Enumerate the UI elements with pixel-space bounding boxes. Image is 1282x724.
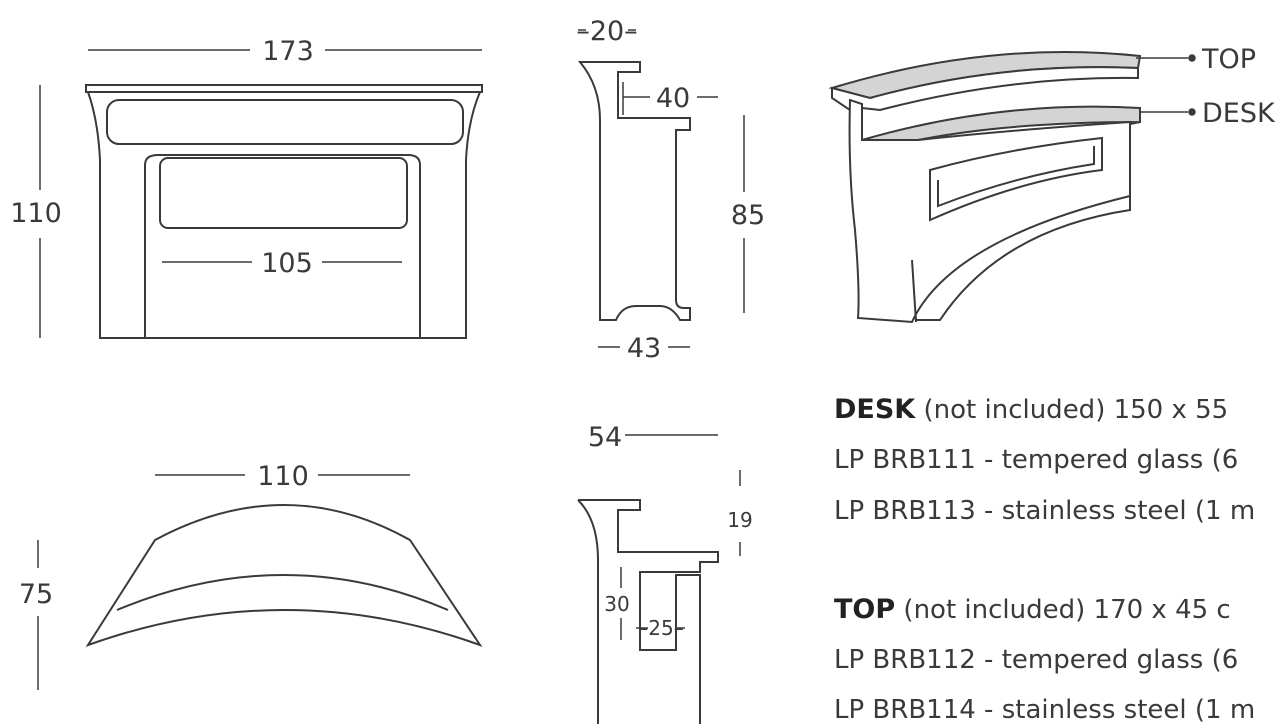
- side-top-depth-label: –20–: [576, 16, 637, 47]
- perspective-desk-panel: [861, 105, 1141, 141]
- section-top-label: 54: [588, 422, 622, 453]
- spec-top-dimensions: (not included) 170 x 45 c: [895, 595, 1231, 625]
- spec-top-option-1: LP BRB112 - tempered glass (6: [834, 645, 1238, 675]
- side-desk-depth-label: 40: [656, 83, 690, 114]
- spec-block: DESK (not included) 150 x 55 LP BRB111 -…: [834, 394, 1255, 724]
- front-top-slab: [85, 84, 483, 93]
- plan-depth-label: 75: [19, 579, 53, 610]
- front-inner-width-label: 105: [261, 248, 313, 279]
- side-profile: [577, 61, 691, 321]
- spec-desk-option-1: LP BRB111 - tempered glass (6: [834, 445, 1238, 475]
- front-view: [39, 49, 483, 339]
- spec-top-heading: TOP (not included) 170 x 45 c: [834, 594, 1231, 625]
- spec-desk-name: DESK: [834, 394, 916, 425]
- plan-outline: [85, 504, 483, 647]
- front-cavity: [159, 157, 408, 229]
- callout-desk-label: DESK: [1202, 98, 1276, 129]
- perspective-callout-leaders: [1136, 54, 1196, 116]
- side-view: [577, 29, 745, 348]
- spec-top-name: TOP: [834, 594, 895, 625]
- spec-desk-dimensions: (not included) 150 x 55: [915, 395, 1228, 425]
- section-view: [577, 434, 741, 724]
- perspective-view: [828, 51, 1142, 324]
- front-width-label: 173: [262, 36, 314, 67]
- plan-inner-curve: [116, 574, 449, 611]
- side-height-label: 85: [731, 200, 765, 231]
- spec-top-option-2: LP BRB114 - stainless steel (1 m: [834, 695, 1255, 724]
- section-desk-gap-label: 19: [727, 508, 752, 532]
- plan-view: [37, 474, 483, 690]
- section-shelf-depth-label: –25–: [638, 616, 683, 640]
- front-body-outline: [87, 91, 481, 339]
- front-counter-band: [106, 99, 464, 145]
- callout-top-label: TOP: [1201, 44, 1256, 75]
- spec-desk-option-2: LP BRB113 - stainless steel (1 m: [834, 496, 1255, 526]
- section-height-label: 30: [604, 592, 629, 616]
- section-profile: [577, 499, 719, 724]
- plan-width-label: 110: [257, 461, 309, 492]
- spec-desk-heading: DESK (not included) 150 x 55: [834, 394, 1228, 425]
- front-height-label: 110: [10, 198, 62, 229]
- side-base-depth-label: 43: [627, 333, 661, 364]
